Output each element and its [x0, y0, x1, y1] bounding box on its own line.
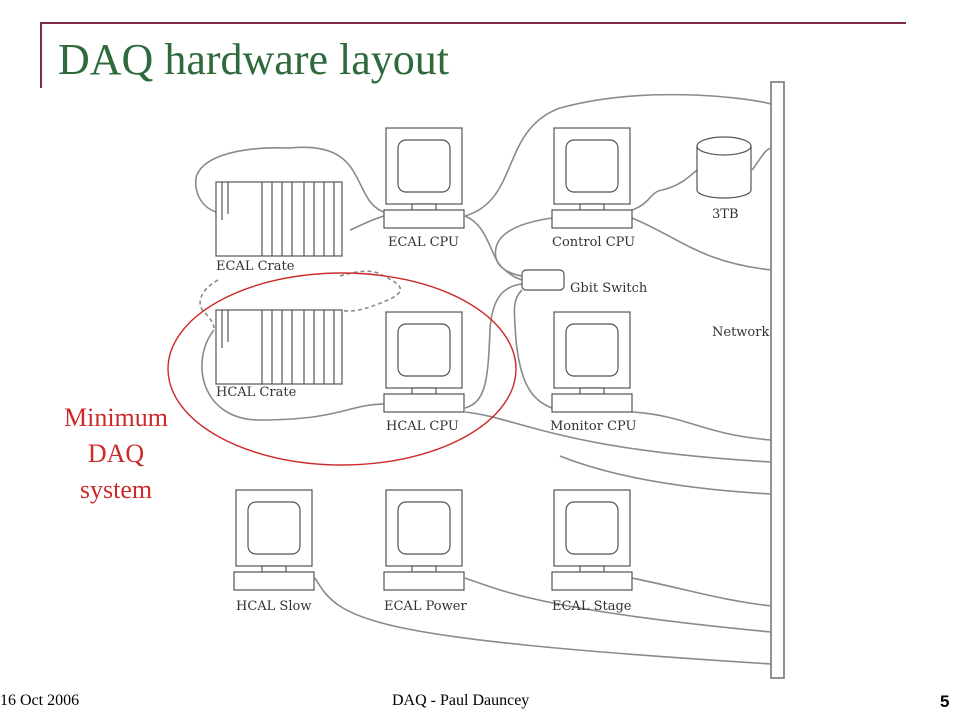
control-cpu-label: Control CPU	[552, 235, 635, 250]
ecal-power-label: ECAL Power	[384, 599, 467, 614]
cable-hcalslow-network	[314, 577, 772, 665]
network-label: Network	[712, 325, 769, 340]
cable-network-lower	[559, 455, 772, 495]
ecal-power-computer	[383, 489, 465, 591]
title-frame-left-rule	[40, 22, 42, 88]
cable-ecalcrate-ecalcpu	[349, 215, 385, 231]
control-cpu-computer	[551, 127, 633, 229]
cable-crate-link-right	[339, 270, 402, 312]
cable-storage-network	[751, 147, 772, 171]
gbit-switch-box	[521, 269, 565, 291]
cable-monitorcpu-network	[631, 411, 772, 441]
cable-hcalcrate-hcalcpu	[201, 329, 385, 421]
ecal-cpu-label: ECAL CPU	[388, 235, 459, 250]
ecal-cpu-computer	[383, 127, 465, 229]
monitor-cpu-computer	[551, 311, 633, 413]
storage-label: 3TB	[712, 207, 739, 222]
hcal-cpu-label: HCAL CPU	[386, 419, 459, 434]
hcal-crate	[215, 309, 343, 385]
cable-hcalcpu-network	[464, 411, 772, 463]
cable-ecalcpu-switch	[464, 215, 523, 281]
footer-author: DAQ - Paul Dauncey	[392, 692, 530, 709]
title-frame-top-rule	[40, 22, 906, 24]
ecal-crate	[215, 181, 343, 257]
cable-ecalstage-network	[631, 577, 772, 607]
cable-monitorcpu-switch	[513, 289, 553, 409]
gbit-switch-label: Gbit Switch	[570, 281, 648, 296]
cable-ecalpower-network	[464, 577, 772, 633]
page-number: 5	[940, 692, 950, 711]
storage-cylinder	[696, 136, 752, 199]
hcal-crate-label: HCAL Crate	[216, 385, 297, 400]
annotation-line-3: system	[79, 475, 153, 504]
cable-controlcpu-network	[631, 217, 772, 271]
network-backbone	[770, 81, 785, 679]
hcal-cpu-computer	[383, 311, 465, 413]
ecal-stage-label: ECAL Stage	[552, 599, 632, 614]
cable-hcalcpu-switch	[464, 283, 523, 409]
cable-controlcpu-switch	[494, 217, 553, 277]
cable-ecalcpu-loop	[194, 146, 385, 213]
slide-title: DAQ hardware layout	[58, 35, 449, 84]
footer-date: 16 Oct 2006	[0, 692, 80, 709]
minimum-daq-annotation: Minimum DAQ system	[46, 400, 186, 508]
hcal-slow-label: HCAL Slow	[236, 599, 311, 614]
ecal-crate-label: ECAL Crate	[216, 259, 295, 274]
hcal-slow-computer	[233, 489, 315, 591]
cable-ecal-hcal-link	[199, 279, 219, 329]
cable-control-storage	[631, 169, 698, 211]
annotation-line-1: Minimum	[63, 403, 168, 432]
cable-ecalcpu-network	[464, 93, 772, 217]
monitor-cpu-label: Monitor CPU	[550, 419, 637, 434]
annotation-line-2: DAQ	[87, 439, 145, 468]
minimum-daq-ellipse	[167, 272, 517, 466]
ecal-stage-computer	[551, 489, 633, 591]
